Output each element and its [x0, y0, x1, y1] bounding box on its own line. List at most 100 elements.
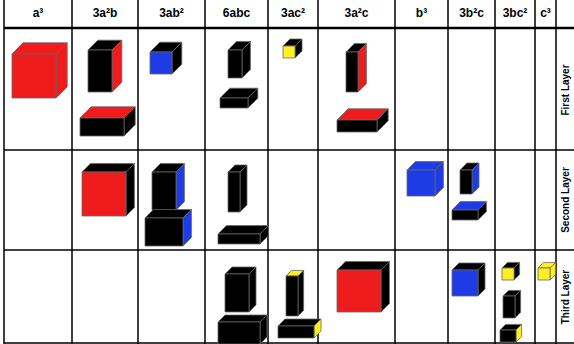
block-piece — [145, 210, 191, 246]
block-face — [298, 270, 304, 316]
row-rule — [4, 27, 574, 30]
block-piece — [346, 44, 366, 92]
block-face — [218, 234, 260, 244]
block-face — [502, 268, 514, 280]
block-face — [150, 52, 172, 74]
block-piece — [452, 263, 485, 296]
block-face — [515, 290, 521, 318]
block-piece — [218, 226, 268, 244]
block-face — [283, 46, 295, 58]
column-header: 3ac² — [281, 5, 305, 21]
block-face — [56, 43, 67, 98]
block-piece — [278, 319, 321, 338]
block-face — [452, 270, 478, 296]
block-piece — [407, 162, 443, 196]
column-rule — [204, 0, 206, 344]
block-face — [82, 172, 126, 216]
block-face — [12, 54, 56, 98]
block-piece — [503, 290, 521, 318]
block-face — [176, 164, 184, 210]
row-rule — [4, 342, 574, 344]
block-face — [538, 268, 550, 280]
row-rule — [4, 249, 574, 251]
block-piece — [283, 39, 302, 58]
block-face — [183, 210, 191, 246]
block-face — [435, 162, 443, 196]
block-piece — [500, 324, 522, 342]
block-face — [472, 163, 479, 194]
block-piece — [225, 267, 256, 312]
column-header: a³ — [33, 5, 44, 21]
block-face — [228, 172, 240, 212]
block-face — [516, 324, 522, 342]
column-header: b³ — [416, 5, 427, 21]
block-face — [377, 109, 388, 132]
block-piece — [286, 270, 304, 316]
block-face — [82, 164, 134, 172]
block-piece — [152, 164, 184, 210]
block-face — [503, 296, 515, 318]
block-face — [172, 42, 182, 74]
column-header: 3a²c — [344, 5, 368, 21]
block-face — [452, 210, 478, 220]
column-header: 3a²b — [93, 5, 118, 21]
block-face — [242, 42, 250, 78]
block-face — [314, 319, 321, 338]
block-face — [260, 226, 268, 244]
column-header: 3bc² — [503, 5, 528, 21]
column-header: 6abc — [223, 5, 250, 21]
block-face — [145, 218, 183, 246]
block-face — [112, 40, 122, 92]
block-face — [225, 274, 249, 312]
column-rule — [3, 0, 5, 344]
block-face — [152, 172, 176, 210]
block-face — [278, 326, 314, 338]
block-face — [337, 262, 389, 270]
layer-label: Second Layer — [560, 167, 572, 233]
column-rule — [447, 0, 449, 344]
column-rule — [494, 0, 496, 344]
block-face — [500, 330, 516, 342]
block-piece — [228, 42, 250, 78]
row-rule — [4, 149, 574, 151]
block-face — [460, 170, 472, 194]
block-piece — [452, 202, 486, 220]
block-piece — [88, 40, 122, 92]
block-piece — [80, 107, 135, 136]
block-piece — [460, 163, 479, 194]
column-header: 3b²c — [459, 5, 484, 21]
column-header: 3ab² — [159, 5, 184, 21]
block-face — [240, 165, 247, 212]
block-piece — [12, 43, 67, 98]
grid-lines — [4, 0, 574, 344]
layer-label: Third Layer — [560, 270, 572, 324]
block-face — [286, 276, 298, 316]
block-face — [478, 202, 486, 220]
block-face — [124, 107, 135, 136]
block-face — [550, 262, 556, 280]
block-face — [248, 88, 258, 108]
block-face — [80, 118, 124, 136]
block-face — [220, 98, 248, 108]
column-rule — [137, 0, 139, 344]
block-piece — [150, 42, 182, 74]
block-face — [249, 267, 256, 312]
block-face — [358, 44, 366, 92]
block-face — [514, 262, 520, 280]
column-rule — [317, 0, 319, 344]
block-piece — [218, 315, 267, 344]
block-face — [218, 322, 260, 344]
block-piece — [337, 109, 388, 132]
column-rule — [555, 0, 557, 344]
block-piece — [82, 164, 134, 216]
block-face — [126, 164, 134, 216]
column-rule — [71, 0, 73, 344]
block-face — [407, 170, 435, 196]
block-face — [381, 262, 389, 312]
column-rule — [534, 0, 536, 344]
block-piece — [228, 165, 247, 212]
layer-label: First Layer — [560, 64, 572, 115]
block-face — [478, 263, 485, 296]
